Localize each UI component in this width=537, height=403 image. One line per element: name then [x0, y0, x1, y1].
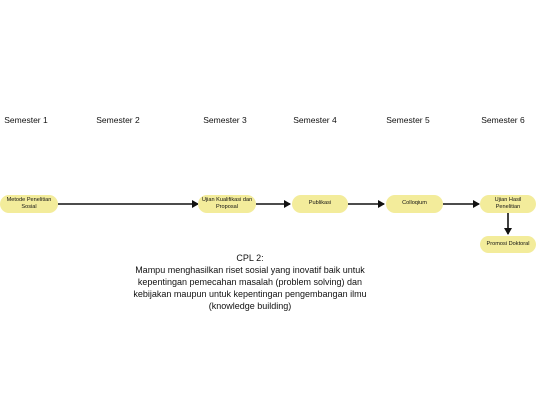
cpl-text: Mampu menghasilkan riset sosial yang ino… — [133, 265, 367, 311]
cpl-description: CPL 2: Mampu menghasilkan riset sosial y… — [130, 252, 370, 312]
node-colloqium: Colloqium — [386, 195, 443, 213]
semester-6-label: Semester 6 — [481, 115, 525, 125]
semester-2-label: Semester 2 — [96, 115, 140, 125]
node-publikasi: Publikasi — [292, 195, 348, 213]
node-promosi-doktoral: Promosi Doktoral — [480, 236, 536, 253]
node-metode-penelitian-sosial: Metode Penelitian Sosial — [0, 195, 58, 213]
cpl-title: CPL 2: — [236, 253, 264, 263]
node-ujian-hasil-penelitian: Ujian Hasil Penelitian — [480, 195, 536, 213]
node-ujian-kualifikasi-proposal: Ujian Kualifikasi dan Proposal — [198, 195, 256, 213]
semester-1-label: Semester 1 — [4, 115, 48, 125]
semester-4-label: Semester 4 — [293, 115, 337, 125]
semester-5-label: Semester 5 — [386, 115, 430, 125]
semester-3-label: Semester 3 — [203, 115, 247, 125]
